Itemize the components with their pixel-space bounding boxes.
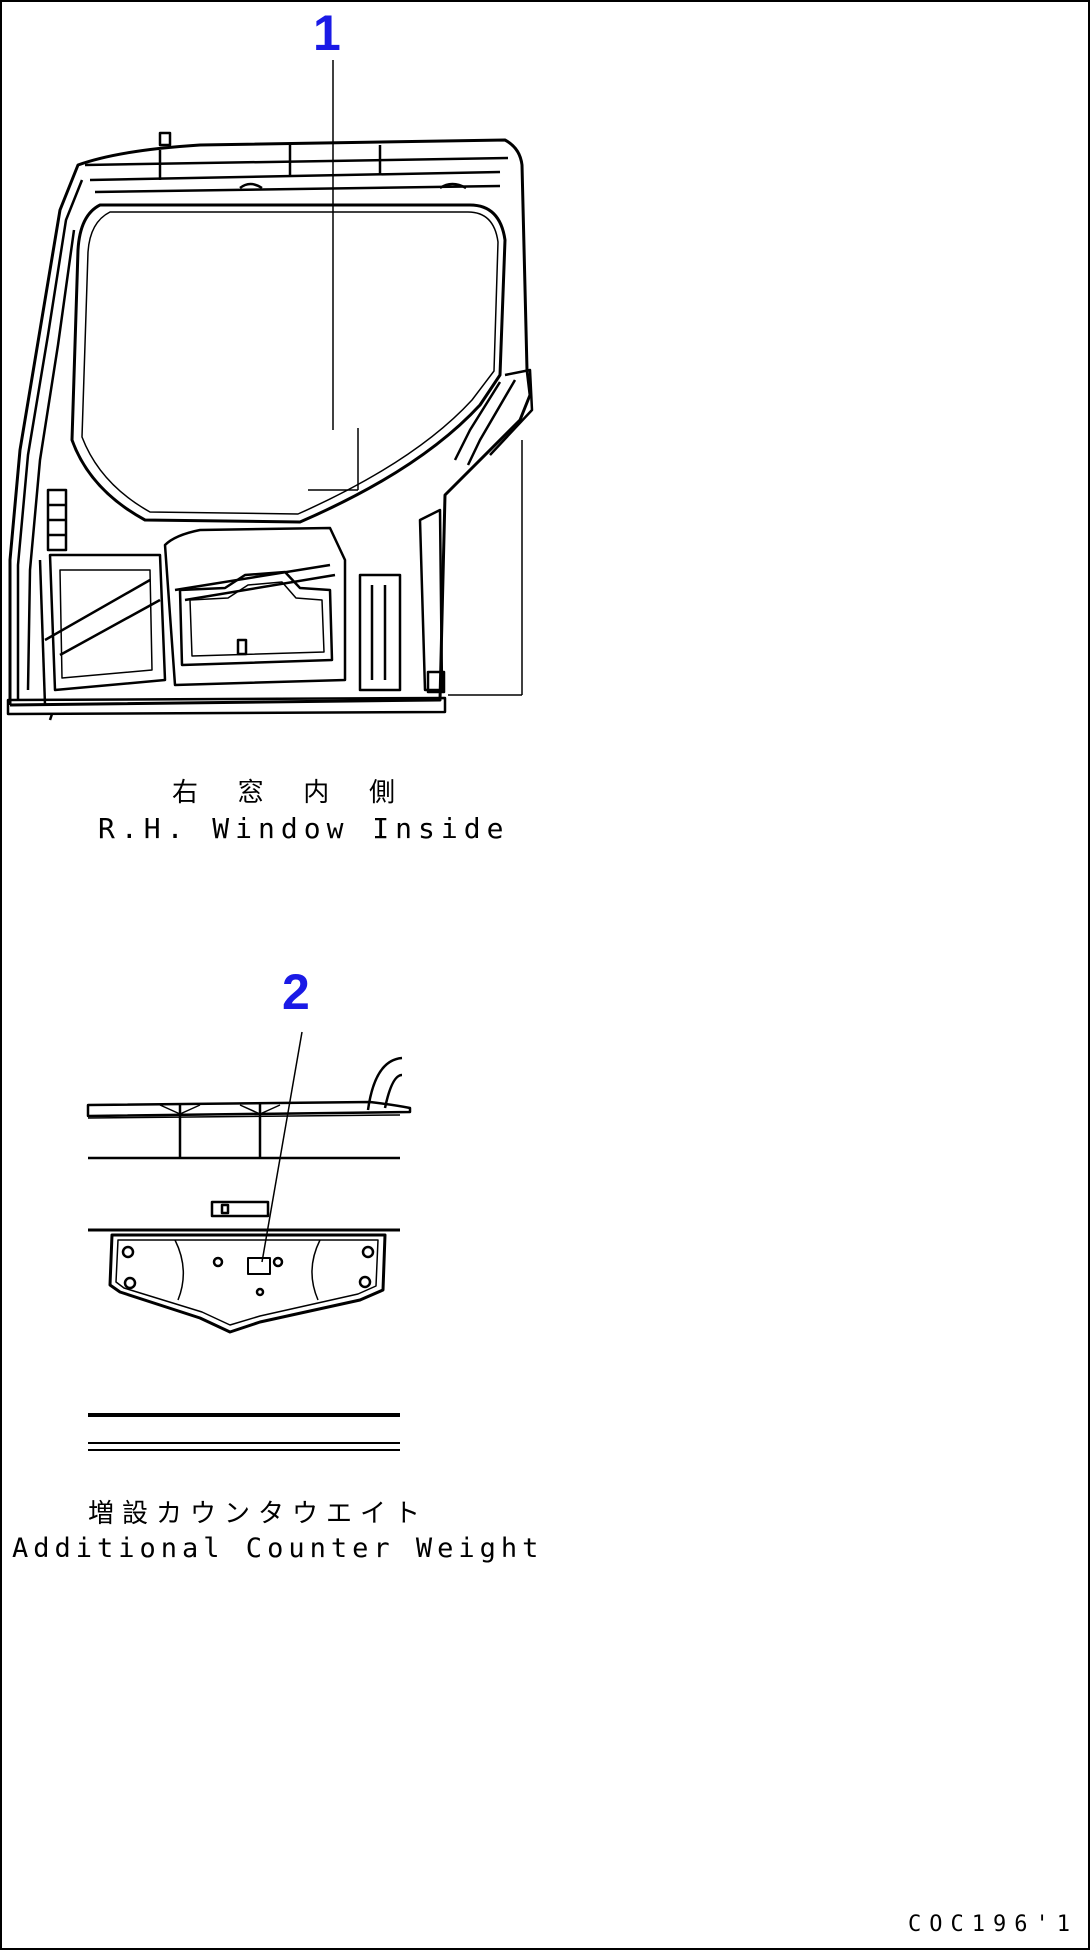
rh-window-inside-drawing [6,131,534,721]
caption-rh-window-inside-en: R.H. Window Inside [98,812,510,845]
counter-weight-drawing [86,1056,412,1451]
callout-number-1: 1 [313,5,341,61]
caption-counter-weight-jp: 増設カウンタウエイト [88,1499,429,1529]
callout-number-2: 2 [282,964,310,1020]
caption-counter-weight-en: Additional Counter Weight [12,1533,544,1564]
drawing-code: COC196'1 [908,1912,1078,1937]
leader-line-2 [261,1031,303,1263]
caption-rh-window-inside-jp: 右 窓 内 側 [172,778,407,808]
leader-line-1 [308,60,523,696]
